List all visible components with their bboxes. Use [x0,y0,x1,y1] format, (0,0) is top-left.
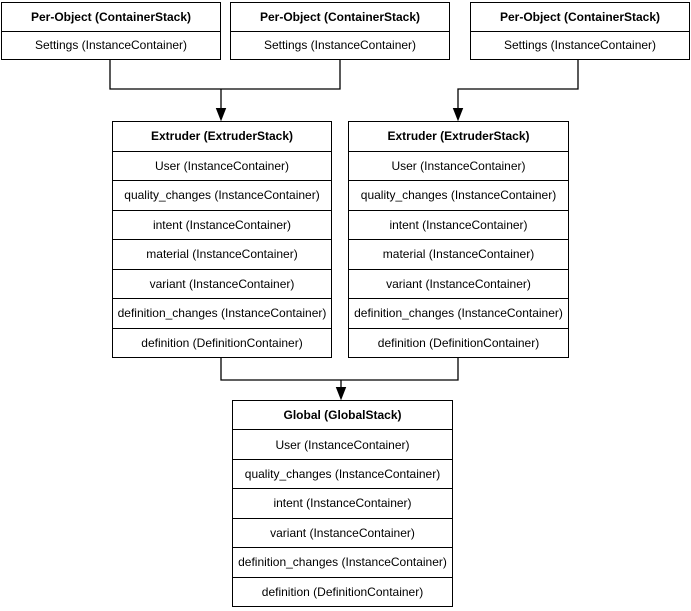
per-object-stack-2: Per-Object (ContainerStack) Settings (In… [230,2,450,60]
connector-extruders-to-global [220,358,459,388]
global-stack-row-quality-changes: quality_changes (InstanceContainer) [233,460,452,490]
global-stack-row-intent: intent (InstanceContainer) [233,489,452,519]
extruder-stack-2-title: Extruder (ExtruderStack) [349,122,568,152]
arrowhead-extruder1 [215,108,227,122]
extruder-stack-2-row-material: material (InstanceContainer) [349,240,568,270]
extruder-stack-1-row-quality-changes: quality_changes (InstanceContainer) [113,181,331,211]
extruder-stack-2-row-definition: definition (DefinitionContainer) [377,335,540,350]
extruder-stack-2-row-intent: intent (InstanceContainer) [349,211,568,240]
per-object-stack-2-title: Per-Object (ContainerStack) [231,3,449,32]
extruder-stack-1-row-variant: variant (InstanceContainer) [113,270,331,299]
extruder-stack-1: Extruder (ExtruderStack) User (InstanceC… [112,121,332,358]
connector-perobject-to-extruder2 [457,60,579,109]
extruder-stack-1-title: Extruder (ExtruderStack) [113,122,331,152]
per-object-stack-1: Per-Object (ContainerStack) Settings (In… [1,2,221,60]
extruder-stack-1-row-definition: definition (DefinitionContainer) [141,335,303,350]
per-object-stack-1-title: Per-Object (ContainerStack) [2,3,220,32]
extruder-stack-2-row-quality-changes: quality_changes (InstanceContainer) [349,181,568,211]
per-object-stack-3: Per-Object (ContainerStack) Settings (In… [470,2,690,60]
arrowhead-extruder2 [452,108,464,122]
extruder-stack-1-row-intent: intent (InstanceContainer) [113,211,331,240]
extruder-stack-2: Extruder (ExtruderStack) User (InstanceC… [348,121,569,358]
per-object-stack-1-row-settings: Settings (InstanceContainer) [34,38,188,53]
extruder-stack-2-row-variant: variant (InstanceContainer) [349,270,568,299]
global-stack: Global (GlobalStack) User (InstanceConta… [232,400,453,607]
connector-perobject-to-extruder1 [109,60,341,109]
per-object-stack-3-row-settings: Settings (InstanceContainer) [503,38,657,53]
extruder-stack-1-row-user: User (InstanceContainer) [113,152,331,181]
extruder-stack-1-row-material: material (InstanceContainer) [113,240,331,270]
per-object-stack-2-row-settings: Settings (InstanceContainer) [263,38,417,53]
global-stack-row-user: User (InstanceContainer) [233,430,452,460]
extruder-stack-2-row-user: User (InstanceContainer) [349,152,568,181]
extruder-stack-2-row-definition-changes: definition_changes (InstanceContainer) [349,299,568,329]
global-stack-row-variant: variant (InstanceContainer) [233,519,452,549]
per-object-stack-3-title: Per-Object (ContainerStack) [471,3,689,32]
extruder-stack-1-row-definition-changes: definition_changes (InstanceContainer) [113,299,331,329]
global-stack-title: Global (GlobalStack) [233,401,452,431]
global-stack-row-definition-changes: definition_changes (InstanceContainer) [233,548,452,578]
global-stack-row-definition: definition (DefinitionContainer) [261,584,424,599]
arrowhead-global [335,387,347,401]
